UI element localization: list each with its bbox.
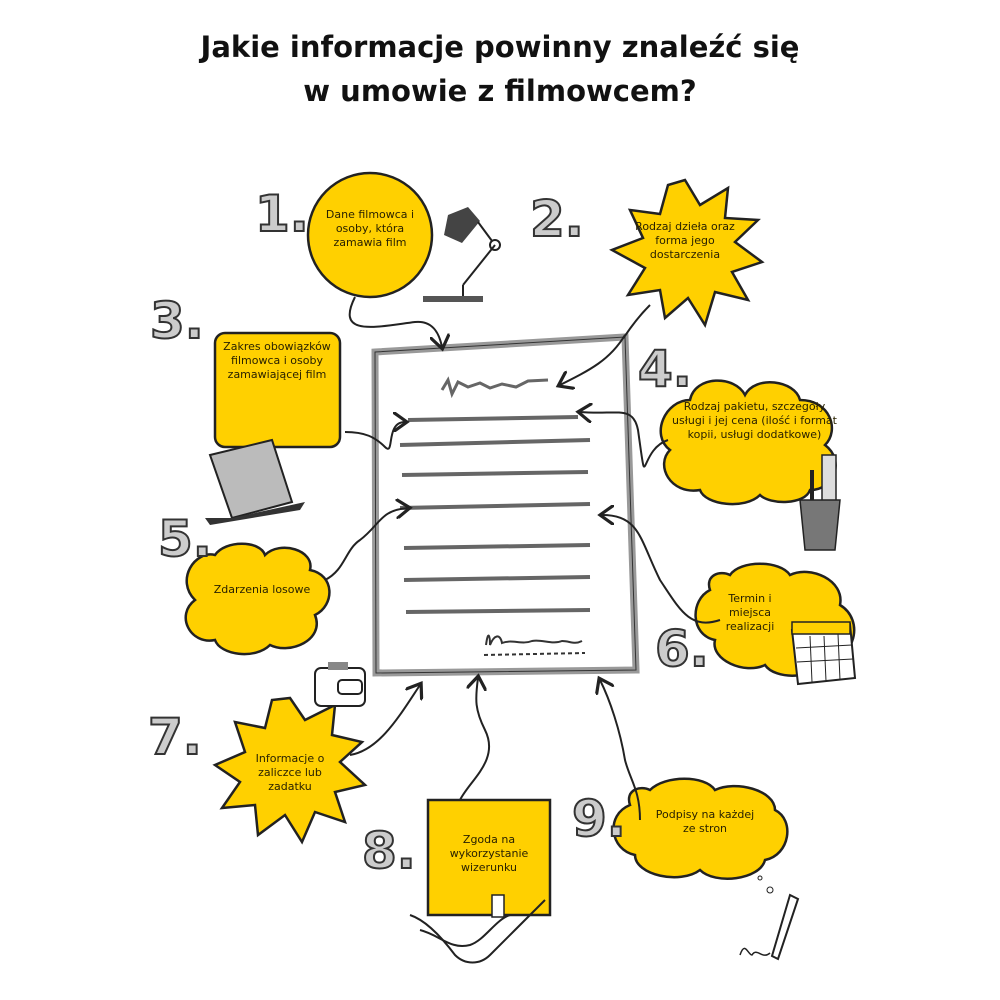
document-header-scribble	[440, 376, 549, 399]
pen-icon	[739, 875, 800, 961]
item-3-box	[213, 331, 342, 449]
item-1-number: 1.	[254, 184, 310, 244]
item-5-number: 5.	[157, 509, 213, 569]
item-9-cloud	[612, 777, 789, 880]
pen-cup-icon	[799, 454, 841, 551]
wallet-icon	[314, 662, 366, 707]
item-9-number: 9.	[571, 789, 627, 849]
item-2-number: 2.	[529, 189, 585, 249]
item-6-number: 6.	[654, 619, 710, 679]
item-5-label: Zdarzenia losowe	[213, 583, 311, 596]
item-9-label: Podpisy na każdej ze stron	[655, 808, 755, 835]
item-7-number: 7.	[147, 707, 203, 767]
item-6-label: Termin i miejsca realizacji	[725, 592, 775, 633]
item-2-label: Rodzaj dzieła oraz forma jego dostarczen…	[635, 220, 735, 261]
item-7-label: Informacje o zaliczce lub zadatku	[255, 752, 325, 793]
document-lines	[399, 415, 591, 614]
item-2-starburst	[609, 178, 765, 328]
item-1-circle	[306, 171, 434, 299]
connector-arrows	[324, 296, 721, 821]
calendar-icon	[790, 621, 857, 686]
item-8-number: 8.	[361, 821, 417, 881]
item-1-label: Dane filmowca i osoby, która zamawia fil…	[325, 208, 415, 249]
item-3-number: 3.	[149, 291, 205, 351]
item-5-cloud	[184, 542, 331, 656]
contract-document	[371, 333, 640, 677]
desk-lamp-icon	[423, 207, 501, 302]
item-4-number: 4.	[637, 339, 693, 399]
title-line-2: w umowie z filmowcem?	[303, 74, 697, 108]
handshake-icon	[409, 894, 546, 964]
item-3-label: Zakres obowiązków filmowca i osoby zamaw…	[223, 340, 331, 381]
item-7-starburst	[212, 696, 368, 845]
item-8-box	[426, 798, 552, 917]
signature	[485, 634, 583, 646]
item-8-label: Zgoda na wykorzystanie wizerunku	[449, 833, 529, 874]
title-line-1: Jakie informacje powinny znaleźć się	[200, 30, 800, 64]
laptop-icon	[205, 438, 305, 525]
item-4-label: Rodzaj pakietu, szczegóły usługi i jej c…	[672, 400, 837, 441]
